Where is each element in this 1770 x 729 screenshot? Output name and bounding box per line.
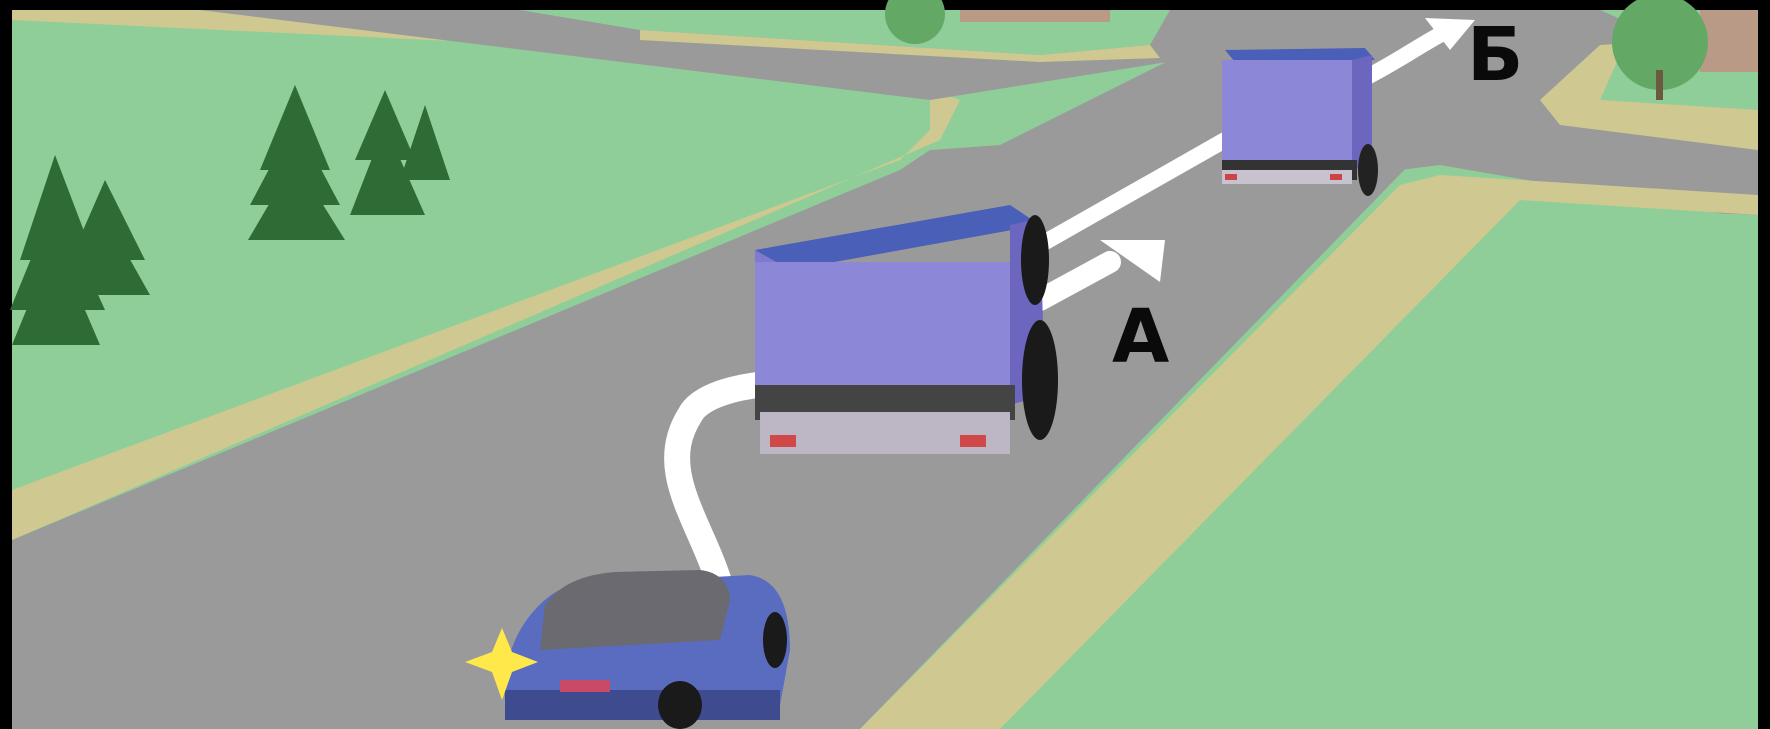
house-top-right bbox=[1700, 10, 1758, 72]
far-truck bbox=[1222, 48, 1378, 196]
near-truck bbox=[755, 205, 1058, 454]
house-top bbox=[960, 10, 1110, 22]
route-a-label: А bbox=[1112, 300, 1169, 374]
route-b-label: Б bbox=[1467, 18, 1523, 92]
